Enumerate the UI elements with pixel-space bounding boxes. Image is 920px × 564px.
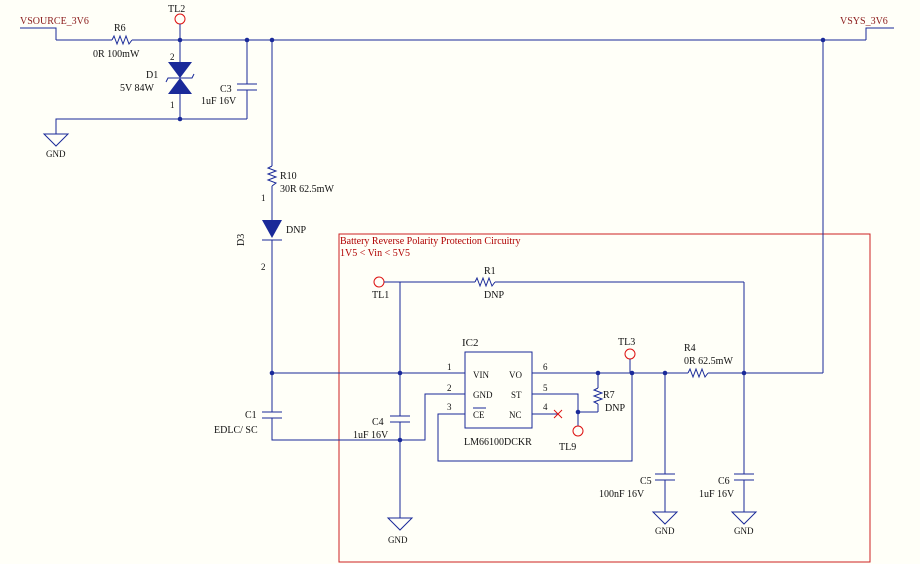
resistor-r7 (592, 373, 604, 412)
d3-pin-top: 1 (261, 193, 266, 203)
ic2-pin-gnd-name: GND (473, 390, 493, 400)
c3-value: 1uF 16V (201, 96, 237, 107)
c1-value: EDLC/ SC (214, 425, 258, 436)
gnd-left (42, 118, 247, 147)
d3-pin-bottom: 2 (261, 262, 266, 272)
ic2-pin-vo-name: VO (509, 370, 522, 380)
resistor-r6 (111, 34, 133, 46)
r6-value: 0R 100mW (93, 49, 140, 60)
ic2-pin-gnd-num: 2 (447, 383, 452, 393)
d3-ref: D3 (236, 234, 247, 246)
net-label-vsys: VSYS_3V6 (840, 16, 888, 27)
c4-value: 1uF 16V (353, 430, 389, 441)
resistor-r1 (474, 276, 496, 288)
r6-ref: R6 (114, 23, 126, 34)
r10-ref: R10 (280, 171, 297, 182)
capacitor-c6 (730, 282, 758, 525)
d1-ref: D1 (146, 70, 158, 81)
ic2-pin-st-num: 5 (543, 383, 548, 393)
d1-pin-top: 2 (170, 52, 175, 62)
ic2-pin-vin-name: VIN (473, 370, 489, 380)
r4-value: 0R 62.5mW (684, 356, 733, 367)
c3-ref: C3 (220, 84, 232, 95)
ic2-pin-nc-num: 4 (543, 402, 548, 412)
net-label-vsource: VSOURCE_3V6 (20, 16, 89, 27)
ic2-pin-vin-num: 1 (447, 362, 452, 372)
ic2-pin-nc-name: NC (509, 410, 522, 420)
c1-ref: C1 (245, 410, 257, 421)
ic2-ref: IC2 (462, 337, 479, 349)
gnd-center-label: GND (388, 535, 408, 545)
protection-box-range: 1V5 < Vin < 5V5 (340, 248, 410, 259)
protection-box-title: Battery Reverse Polarity Protection Circ… (340, 236, 521, 247)
r7-ref: R7 (603, 390, 615, 401)
gnd-left-label: GND (46, 149, 66, 159)
capacitor-c4 (390, 415, 410, 518)
d1-value: 5V 84W (120, 83, 155, 94)
d3-value: DNP (286, 225, 306, 236)
ic2-pin-ce-num: 3 (447, 402, 452, 412)
ic2-pin-vo-num: 6 (543, 362, 548, 372)
c5-ref: C5 (640, 476, 652, 487)
test-point-tl1 (373, 276, 385, 288)
diode-d3 (262, 220, 282, 412)
test-point-tl3 (624, 348, 636, 360)
diode-d1 (165, 40, 195, 119)
junction-dots (177, 37, 826, 443)
tl9-label: TL9 (559, 442, 576, 453)
capacitor-c3 (237, 40, 257, 119)
r1-ref: R1 (484, 266, 496, 277)
top-rail (20, 27, 894, 41)
r1-value: DNP (484, 290, 504, 301)
ic2-part: LM66100DCKR (464, 437, 532, 448)
tl1-label: TL1 (372, 290, 389, 301)
ic2-body (464, 351, 533, 429)
r10-value: 30R 62.5mW (280, 184, 334, 195)
gnd-center (386, 517, 414, 531)
gnd-c6-label: GND (734, 526, 754, 536)
tl2-label: TL2 (168, 4, 185, 15)
protection-box (338, 233, 871, 563)
d1-pin-bottom: 1 (170, 100, 175, 110)
test-point-tl9 (572, 425, 584, 437)
c5-value: 100nF 16V (599, 489, 645, 500)
gnd-c5-label: GND (655, 526, 675, 536)
tl3-label: TL3 (618, 337, 635, 348)
c6-value: 1uF 16V (699, 489, 735, 500)
capacitor-c1 (262, 411, 400, 441)
c4-ref: C4 (372, 417, 384, 428)
r7-value: DNP (605, 403, 625, 414)
test-point-tl2 (174, 13, 186, 25)
r4-ref: R4 (684, 343, 696, 354)
ic2-pin-st-name: ST (511, 390, 522, 400)
no-connect-nc (553, 409, 563, 419)
capacitor-c5 (651, 373, 679, 525)
c6-ref: C6 (718, 476, 730, 487)
resistor-r4 (687, 367, 709, 379)
ic2-pin-ce-name: CE (473, 410, 485, 420)
resistor-r10 (266, 40, 278, 220)
